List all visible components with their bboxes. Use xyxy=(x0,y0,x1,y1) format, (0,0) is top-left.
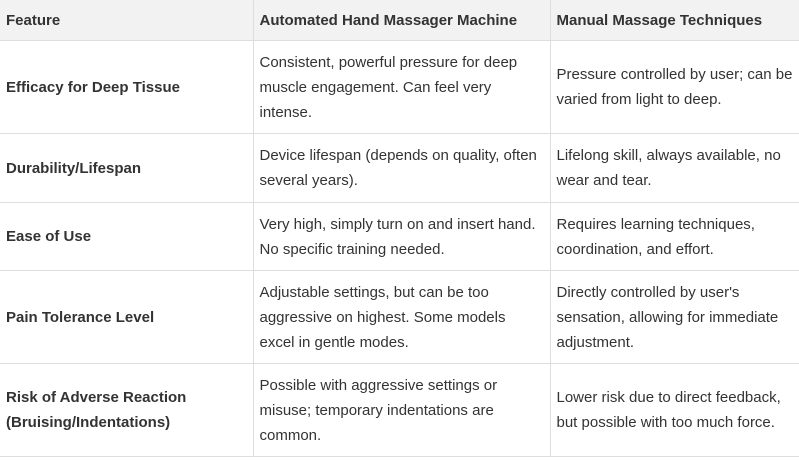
manual-cell: Requires learning techniques, coordinati… xyxy=(549,202,799,271)
feature-cell: Risk of Adverse Reaction (Bruising/Inden… xyxy=(0,363,254,457)
header-manual: Manual Massage Techniques xyxy=(549,0,799,41)
automated-cell: Possible with aggressive settings or mis… xyxy=(252,363,551,457)
header-automated: Automated Hand Massager Machine xyxy=(252,0,551,41)
automated-cell: Very high, simply turn on and insert han… xyxy=(252,202,551,271)
table-header: Feature Automated Hand Massager Machine … xyxy=(0,0,799,41)
automated-cell: Device lifespan (depends on quality, oft… xyxy=(252,133,551,203)
table-row: Risk of Adverse Reaction (Bruising/Inden… xyxy=(0,363,799,457)
table-row: Efficacy for Deep Tissue Consistent, pow… xyxy=(0,40,799,134)
feature-cell: Durability/Lifespan xyxy=(0,133,254,203)
automated-cell: Adjustable settings, but can be too aggr… xyxy=(252,270,551,364)
feature-cell: Ease of Use xyxy=(0,202,254,271)
manual-cell: Lower risk due to direct feedback, but p… xyxy=(549,363,799,457)
header-feature: Feature xyxy=(0,0,254,41)
table-row: Ease of Use Very high, simply turn on an… xyxy=(0,202,799,271)
manual-cell: Directly controlled by user's sensation,… xyxy=(549,270,799,364)
manual-cell: Pressure controlled by user; can be vari… xyxy=(549,40,799,134)
manual-cell: Lifelong skill, always available, no wea… xyxy=(549,133,799,203)
table-row: Pain Tolerance Level Adjustable settings… xyxy=(0,270,799,364)
feature-cell: Pain Tolerance Level xyxy=(0,270,254,364)
header-row: Feature Automated Hand Massager Machine … xyxy=(0,0,799,41)
table-body: Efficacy for Deep Tissue Consistent, pow… xyxy=(0,40,799,457)
feature-cell: Efficacy for Deep Tissue xyxy=(0,40,254,134)
automated-cell: Consistent, powerful pressure for deep m… xyxy=(252,40,551,134)
table-row: Durability/Lifespan Device lifespan (dep… xyxy=(0,133,799,203)
